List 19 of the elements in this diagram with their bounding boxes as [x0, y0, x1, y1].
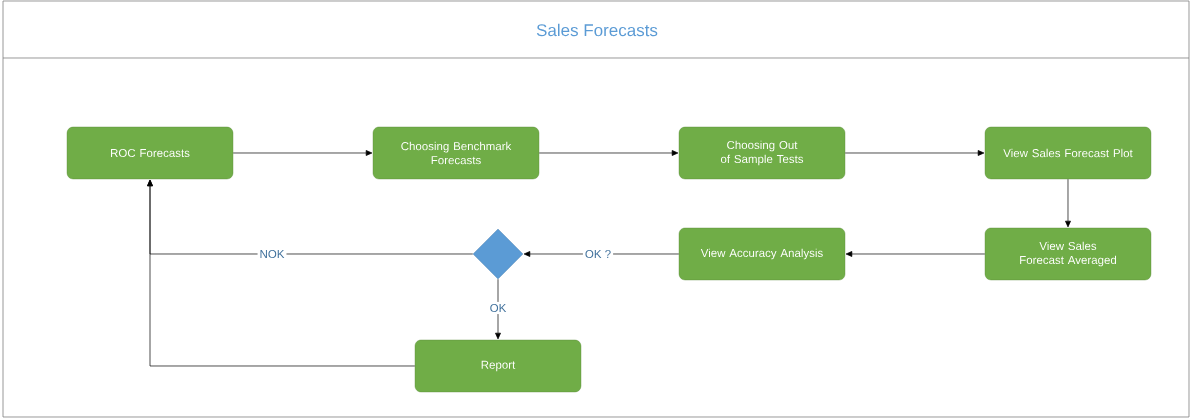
- title: Sales Forecasts: [536, 23, 658, 37]
- decision-diamond: [472, 228, 524, 280]
- arrow: [845, 251, 986, 257]
- arrow: [232, 150, 373, 156]
- process-box: Report: [414, 339, 582, 393]
- process-box: Choosing Benchmark Forecasts: [372, 126, 540, 180]
- edge-label: OK: [487, 301, 509, 315]
- arrow: [1065, 178, 1071, 228]
- edge-label: OK ?: [582, 247, 614, 261]
- process-box: ROC Forecasts: [66, 126, 234, 180]
- arrow: [844, 150, 985, 156]
- edge-label: NOK: [257, 247, 287, 261]
- process-box: View Sales Forecast Plot: [984, 126, 1152, 180]
- arrow: [495, 278, 501, 340]
- process-box: View Accuracy Analysis: [678, 227, 846, 281]
- process-box: Choosing Out of Sample Tests: [678, 126, 846, 180]
- arrow: [147, 179, 416, 367]
- process-box: View Sales Forecast Averaged: [984, 227, 1152, 281]
- arrow: [538, 150, 679, 156]
